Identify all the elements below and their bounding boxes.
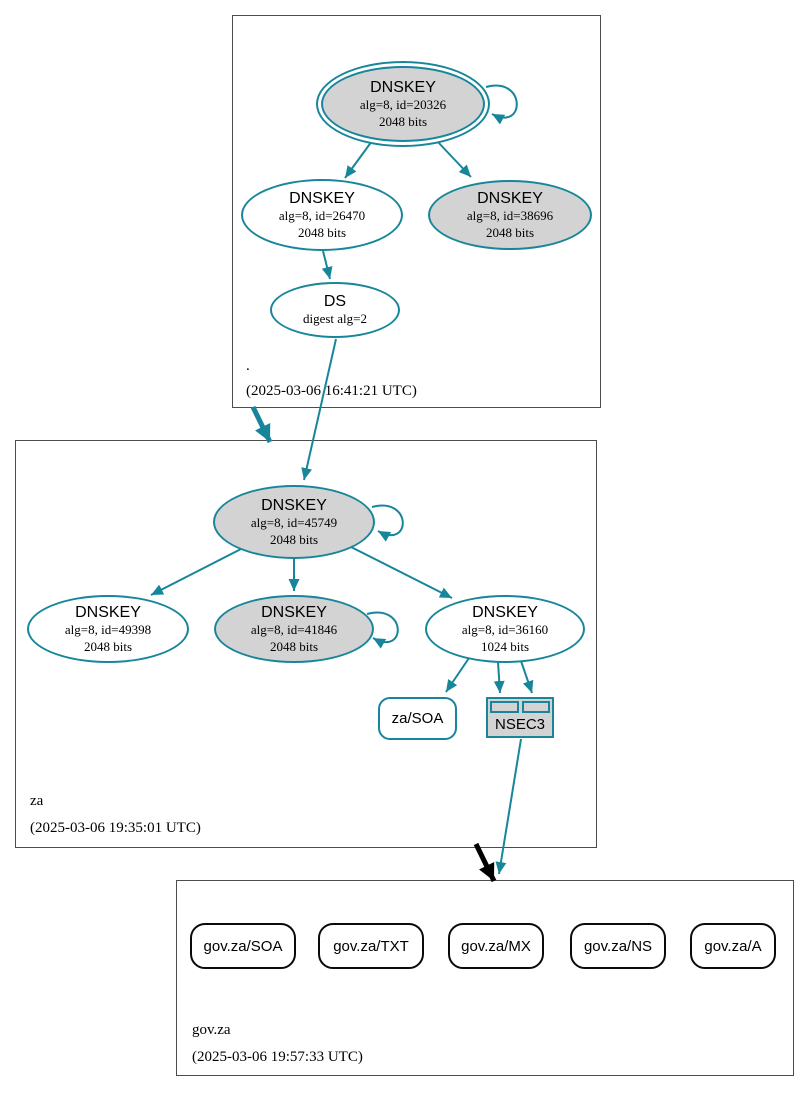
rrset-label: gov.za/MX bbox=[461, 937, 531, 955]
nsec3-label: NSEC3 bbox=[494, 716, 546, 733]
dnskey-node-26470[interactable]: DNSKEY alg=8, id=26470 2048 bits bbox=[241, 179, 403, 251]
node-bits: 2048 bits bbox=[83, 638, 133, 654]
dnskey-node-45749-ksk[interactable]: DNSKEY alg=8, id=45749 2048 bits bbox=[213, 485, 375, 559]
zone-timestamp-root: (2025-03-06 16:41:21 UTC) bbox=[246, 383, 417, 399]
node-title: DNSKEY bbox=[261, 604, 327, 622]
node-title: DNSKEY bbox=[370, 79, 436, 97]
nsec3-node[interactable]: NSEC3 bbox=[486, 697, 554, 738]
rrset-node-govza-a[interactable]: gov.za/A bbox=[690, 923, 776, 969]
rrset-label: gov.za/A bbox=[704, 937, 762, 955]
dnskey-node-36160[interactable]: DNSKEY alg=8, id=36160 1024 bits bbox=[425, 595, 585, 663]
node-alg-id: alg=8, id=41846 bbox=[250, 622, 338, 638]
zone-label-root: . bbox=[246, 358, 250, 374]
node-bits: 1024 bits bbox=[480, 638, 530, 654]
node-title: DNSKEY bbox=[289, 190, 355, 208]
dnskey-node-38696[interactable]: DNSKEY alg=8, id=38696 2048 bits bbox=[428, 180, 592, 250]
node-title: DNSKEY bbox=[261, 497, 327, 515]
nsec3-cell bbox=[490, 701, 519, 713]
zone-timestamp-za: (2025-03-06 19:35:01 UTC) bbox=[30, 820, 201, 836]
zone-timestamp-govza: (2025-03-06 19:57:33 UTC) bbox=[192, 1049, 363, 1065]
dnskey-node-41846[interactable]: DNSKEY alg=8, id=41846 2048 bits bbox=[214, 595, 374, 663]
node-alg-id: alg=8, id=49398 bbox=[64, 622, 152, 638]
node-bits: 2048 bits bbox=[485, 224, 535, 240]
node-digest: digest alg=2 bbox=[302, 311, 368, 327]
node-alg-id: alg=8, id=38696 bbox=[466, 208, 554, 224]
zone-box-govza bbox=[176, 880, 794, 1076]
edge-insecure-delegation-za-to-govza bbox=[473, 842, 497, 883]
rrset-label: gov.za/NS bbox=[583, 937, 653, 955]
node-title: DS bbox=[323, 293, 347, 311]
dnskey-node-20326-ksk[interactable]: DNSKEY alg=8, id=20326 2048 bits bbox=[316, 61, 490, 147]
nsec3-cell bbox=[521, 701, 550, 713]
zone-box-root bbox=[232, 15, 601, 408]
rrset-node-za-soa[interactable]: za/SOA bbox=[378, 697, 457, 740]
rrset-node-govza-soa[interactable]: gov.za/SOA bbox=[190, 923, 296, 969]
node-title: DNSKEY bbox=[75, 604, 141, 622]
rrset-node-govza-ns[interactable]: gov.za/NS bbox=[570, 923, 666, 969]
rrset-label: gov.za/SOA bbox=[203, 937, 283, 955]
node-alg-id: alg=8, id=36160 bbox=[461, 622, 549, 638]
node-title: DNSKEY bbox=[472, 604, 538, 622]
node-bits: 2048 bits bbox=[378, 113, 428, 129]
node-alg-id: alg=8, id=20326 bbox=[359, 97, 447, 113]
zone-label-za: za bbox=[30, 793, 44, 809]
node-title: DNSKEY bbox=[477, 190, 543, 208]
dnskey-node-49398[interactable]: DNSKEY alg=8, id=49398 2048 bits bbox=[27, 595, 189, 663]
node-alg-id: alg=8, id=26470 bbox=[278, 208, 366, 224]
node-bits: 2048 bits bbox=[297, 224, 347, 240]
zone-label-govza: gov.za bbox=[192, 1022, 231, 1038]
ds-node[interactable]: DS digest alg=2 bbox=[270, 282, 400, 338]
rrset-label: za/SOA bbox=[391, 710, 444, 727]
node-alg-id: alg=8, id=45749 bbox=[250, 515, 338, 531]
rrset-node-govza-txt[interactable]: gov.za/TXT bbox=[318, 923, 424, 969]
node-bits: 2048 bits bbox=[269, 531, 319, 547]
nsec3-cells bbox=[490, 701, 550, 713]
rrset-label: gov.za/TXT bbox=[333, 937, 409, 955]
rrset-node-govza-mx[interactable]: gov.za/MX bbox=[448, 923, 544, 969]
edge-secure-delegation-root-to-za bbox=[250, 405, 273, 444]
node-bits: 2048 bits bbox=[269, 638, 319, 654]
